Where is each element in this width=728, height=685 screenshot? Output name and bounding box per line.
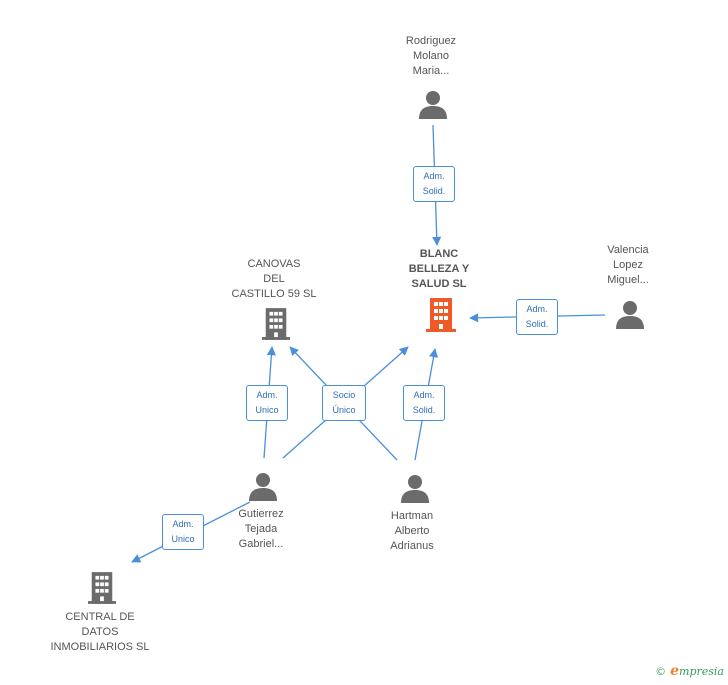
person-icon[interactable] — [419, 91, 447, 119]
edge-label-adm-solid: Adm. Solid. — [516, 299, 558, 335]
node-label-gutierrez[interactable]: Gutierrez Tejada Gabriel... — [238, 508, 284, 550]
edge-label-adm-unico: Adm. Unico — [162, 514, 204, 550]
empresia-logo: ©empresia — [655, 663, 724, 679]
edge-label-adm-unico: Adm. Unico — [246, 385, 288, 421]
node-label-central[interactable]: CENTRAL DE DATOS INMOBILIARIOS SL — [50, 611, 150, 653]
edge-label-socio-unico: Socio Único — [322, 385, 366, 421]
node-label-rodriguez[interactable]: Rodriguez Molano Maria... — [405, 35, 457, 77]
node-label-hartman[interactable]: Hartman Alberto Adrianus — [390, 510, 434, 552]
person-icon[interactable] — [249, 473, 277, 501]
person-icon[interactable] — [401, 475, 429, 503]
person-icon[interactable] — [616, 301, 644, 329]
edge-label-adm-solid: Adm. Solid. — [413, 166, 455, 202]
building-icon[interactable] — [262, 308, 290, 340]
building-icon[interactable] — [426, 298, 456, 332]
building-icon[interactable] — [88, 572, 116, 604]
node-label-valencia[interactable]: Valencia Lopez Miguel... — [607, 244, 649, 286]
edge-label-adm-solid: Adm. Solid. — [403, 385, 445, 421]
node-label-blanc[interactable]: BLANC BELLEZA Y SALUD SL — [408, 248, 470, 290]
node-label-canovas[interactable]: CANOVAS DEL CASTILLO 59 SL — [231, 258, 317, 300]
